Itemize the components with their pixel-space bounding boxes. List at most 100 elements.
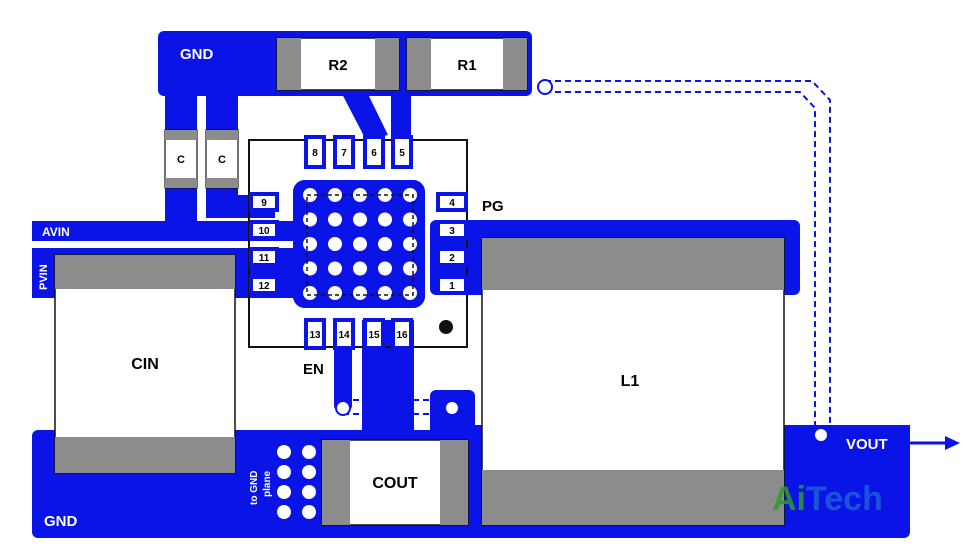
c-left-capacitor: C — [164, 129, 198, 189]
vout-sense-route-inner — [545, 91, 816, 432]
ic-pin-2-label: 2 — [449, 253, 455, 264]
r2-label: R2 — [328, 57, 347, 74]
gnd-plane-via — [302, 465, 316, 479]
thermal-via — [378, 212, 392, 227]
gnd-plane-via — [277, 505, 291, 519]
avin-label: AVIN — [42, 225, 70, 239]
ic-pin-4-label: 4 — [449, 198, 455, 209]
en-via — [335, 400, 351, 416]
watermark-tech: Tech — [806, 480, 883, 518]
ic-pin-5: 5 — [391, 135, 413, 169]
thermal-via — [403, 188, 417, 202]
ic-pin-6-label: 6 — [371, 148, 377, 159]
pin1-marker — [439, 320, 453, 334]
gnd-plane-note-line2: plane — [262, 470, 273, 497]
thermal-via — [403, 261, 417, 276]
vout-sense-route-outer — [545, 80, 831, 432]
ic-pin-14: 14 — [333, 318, 355, 350]
gnd-bottom-label: GND — [44, 513, 78, 530]
vout-label: VOUT — [846, 436, 888, 453]
vout-tab — [790, 425, 910, 460]
ic-pin-9: 9 — [249, 192, 279, 212]
l1-inductor: L1 — [481, 237, 785, 526]
thermal-via — [353, 237, 367, 251]
ic-pin-5-label: 5 — [399, 148, 405, 159]
ic-pin-3-label: 3 — [449, 226, 455, 237]
gnd-plane-via — [277, 485, 291, 499]
pvin-label: PVIN — [38, 264, 50, 290]
ic-pin-7-label: 7 — [341, 148, 347, 159]
cout-capacitor: COUT — [321, 439, 469, 526]
ic-pin-13: 13 — [304, 318, 326, 350]
thermal-via — [403, 237, 417, 251]
fb-trace — [340, 90, 388, 140]
ic-pin-10: 10 — [249, 220, 279, 240]
pvin-strip — [32, 248, 52, 298]
vout-strip-via — [444, 400, 460, 416]
thermal-via — [303, 261, 317, 276]
avin-bar — [32, 221, 300, 241]
thermal-via — [378, 237, 392, 251]
watermark: AiTech — [772, 480, 883, 518]
cin-capacitor: CIN — [54, 254, 236, 474]
c-left-label: C — [177, 154, 185, 166]
thermal-via — [353, 261, 367, 276]
gnd-plane-note-line1: to GND — [249, 471, 260, 505]
c-right-capacitor: C — [205, 129, 239, 189]
ic-pin-13-label: 13 — [309, 330, 321, 341]
thermal-via — [328, 237, 342, 251]
gnd-plane-via — [277, 465, 291, 479]
ic-pin-7: 7 — [333, 135, 355, 169]
cap-leg-avin — [165, 185, 197, 225]
ic-pin-2: 2 — [436, 247, 468, 267]
watermark-ai: Ai — [772, 480, 806, 518]
thermal-via — [303, 212, 317, 227]
ic-pin-11: 11 — [249, 247, 279, 267]
ic-pin-6: 6 — [363, 135, 385, 169]
ic-pin-8-label: 8 — [312, 148, 318, 159]
gnd-plane-via — [302, 485, 316, 499]
thermal-via — [328, 261, 342, 276]
gnd-plane-via — [302, 445, 316, 459]
ic-pin-4: 4 — [436, 192, 468, 212]
ic-pin-15: 15 — [363, 318, 385, 350]
ic-pin-9-label: 9 — [261, 198, 267, 209]
thermal-dashed-box-top — [306, 194, 414, 296]
pg-label: PG — [482, 198, 504, 215]
en-label: EN — [303, 361, 324, 378]
gnd-plane-via — [277, 445, 291, 459]
vout-sense-via — [537, 79, 553, 95]
thermal-via — [403, 286, 417, 300]
gnd-plane-via — [302, 505, 316, 519]
gnd-top-label: GND — [180, 46, 214, 63]
ic-pin-16: 16 — [391, 318, 413, 350]
thermal-via — [403, 212, 417, 227]
thermal-via — [303, 286, 317, 300]
ic-pin-1: 1 — [436, 275, 468, 295]
ic-pin-15-label: 15 — [368, 330, 380, 341]
vout-node-via — [813, 427, 829, 443]
ic-pin-16-label: 16 — [396, 330, 408, 341]
r1-label: R1 — [457, 57, 476, 74]
ic-package-outline — [248, 139, 468, 348]
ic-pin-1-label: 1 — [449, 281, 455, 292]
thermal-via — [378, 261, 392, 276]
thermal-via — [353, 212, 367, 227]
cin-label: CIN — [131, 356, 159, 373]
l1-label: L1 — [621, 373, 640, 390]
thermal-via — [353, 286, 367, 300]
ic-pin-3: 3 — [436, 220, 468, 240]
ic-pin-11-label: 11 — [259, 253, 270, 264]
ic-pin-10-label: 10 — [258, 226, 270, 237]
vout-sense-trace — [391, 90, 411, 138]
c-right-label: C — [218, 154, 226, 166]
thermal-via — [303, 237, 317, 251]
r2-resistor: R2 — [276, 37, 400, 91]
ic-pin-8: 8 — [304, 135, 326, 169]
cout-label: COUT — [372, 475, 418, 492]
en-trace — [334, 345, 352, 410]
thermal-via — [328, 286, 342, 300]
vout-arrow — [900, 436, 960, 450]
